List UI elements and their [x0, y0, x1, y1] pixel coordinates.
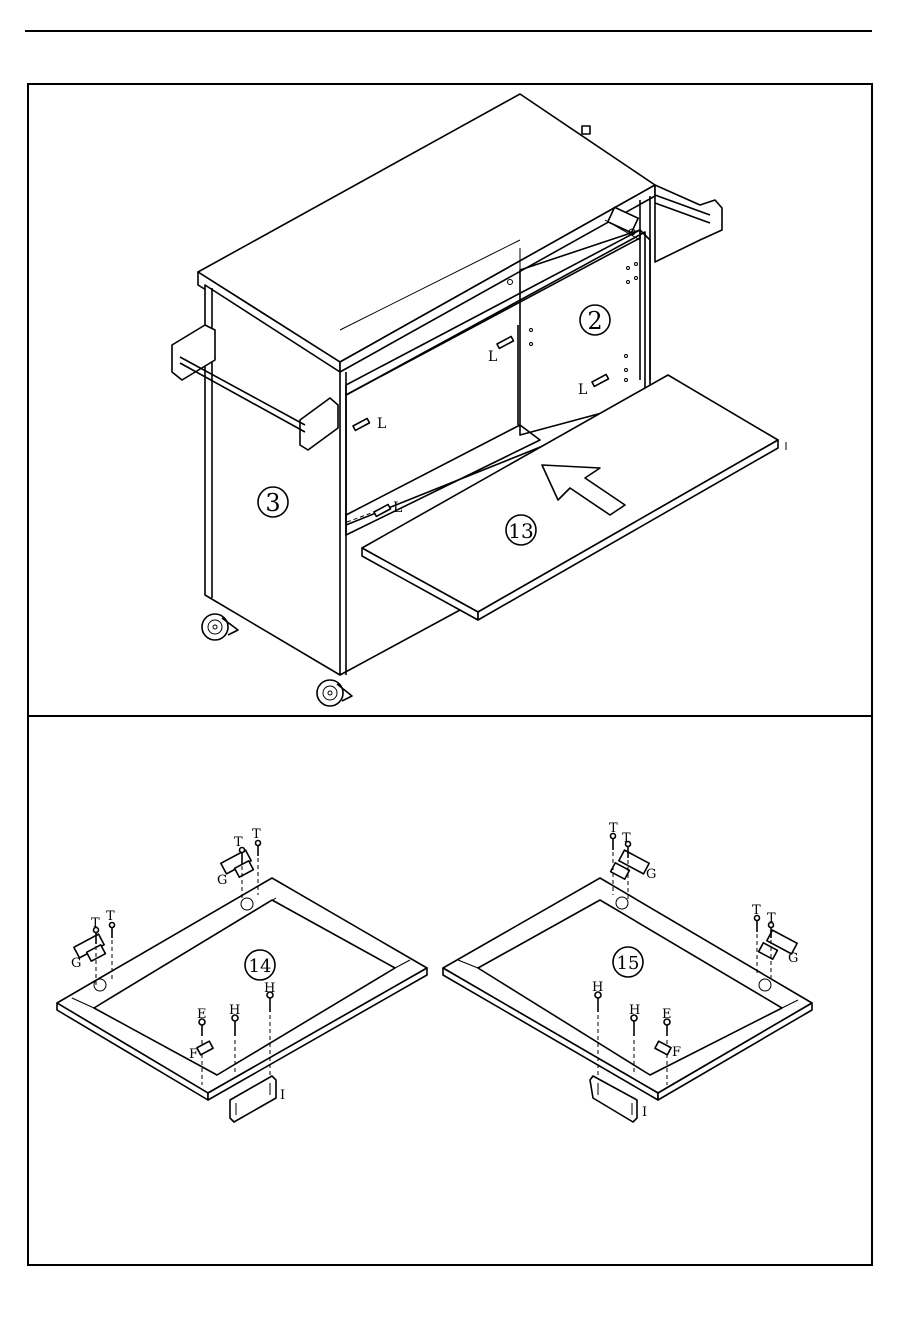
hinge-label: G — [217, 873, 227, 888]
hinge-label: G — [788, 951, 798, 966]
part-number-2: 2 — [587, 307, 602, 335]
hinge-label: G — [71, 956, 81, 971]
screw-label: T — [106, 909, 115, 924]
caster-wheel-icon — [202, 614, 238, 640]
screw-label: T — [752, 903, 761, 918]
door-right-drawing — [443, 834, 812, 1123]
screw-label: T — [234, 835, 243, 850]
knob-plate-label: F — [672, 1045, 681, 1060]
handle-label: I — [280, 1088, 285, 1103]
screw-label: T — [252, 827, 261, 842]
part-number-13: 13 — [508, 519, 533, 543]
part-number-3: 3 — [265, 489, 280, 517]
handle-label: I — [642, 1105, 647, 1120]
door-left-drawing — [57, 841, 427, 1123]
handle-screw-label: H — [629, 1003, 640, 1018]
screw-label: T — [609, 821, 618, 836]
dowel-label: L — [488, 349, 497, 365]
door-number-15-text: 15 — [617, 953, 640, 974]
knob-screw-label: E — [662, 1007, 672, 1022]
screw-label: T — [622, 831, 631, 846]
knob-plate-label: F — [189, 1047, 198, 1062]
dowel-label: L — [393, 500, 402, 516]
hinge-icon — [611, 850, 650, 879]
screw-label: T — [767, 911, 776, 926]
dowel-label: L — [377, 416, 386, 432]
handle-screw-label: H — [592, 980, 603, 995]
handle-screw-label: H — [229, 1003, 240, 1018]
dowel-label: L — [578, 382, 587, 398]
screw-label: T — [91, 916, 100, 931]
knob-screw-label: E — [197, 1007, 207, 1022]
caster-wheel-icon — [317, 680, 352, 706]
handle-screw-label: H — [264, 981, 275, 996]
cart-drawing — [172, 94, 786, 706]
door-number-14-text: 14 — [249, 956, 272, 977]
hinge-label: G — [646, 867, 656, 882]
